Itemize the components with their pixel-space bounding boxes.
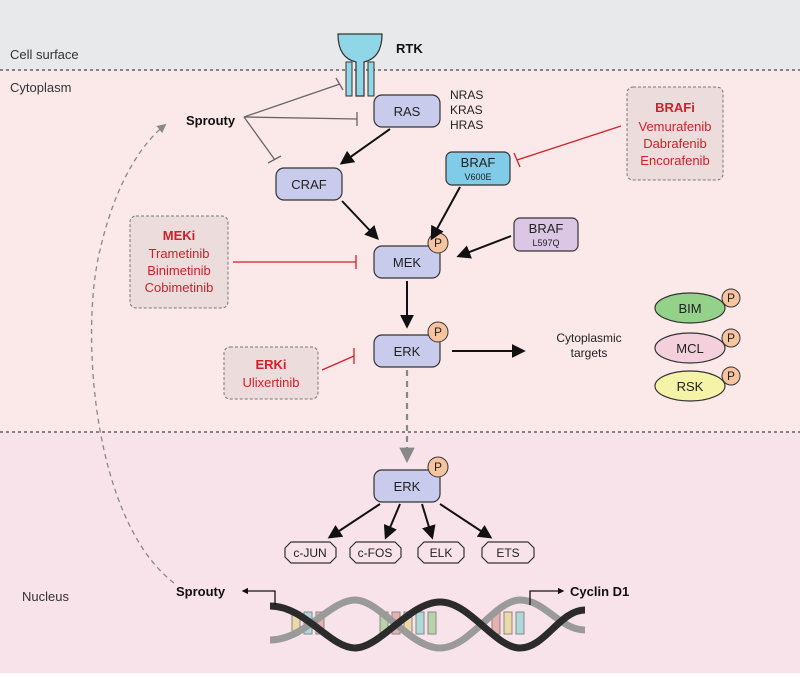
erk-cyto-phospho-badge: [427, 321, 449, 343]
ras-isoform-kras: KRAS: [450, 103, 483, 117]
mek-inhibitor-box: [129, 215, 229, 309]
bim-label: BIM: [678, 301, 701, 316]
erk-nuc-label: ERK: [394, 479, 421, 494]
mcl-phospho-badge: [721, 328, 741, 348]
brafi-drug-3: Encorafenib: [640, 153, 709, 168]
sprouty-transcription-arrow: [241, 587, 276, 605]
pathway-arrows: [339, 128, 526, 358]
rtk-label: RTK: [396, 41, 423, 56]
rsk-phospho-label: P: [727, 369, 735, 383]
dna-helix-icon: [269, 596, 586, 652]
meki-drug-3: Cobimetinib: [145, 280, 214, 295]
erk-cyto-phospho-label: P: [434, 325, 442, 339]
rsk-phospho-badge: [721, 366, 741, 386]
sprouty-inhibition-lines: [243, 77, 358, 164]
tf-c-fos: c-FOS: [349, 541, 402, 564]
braf-v600e-mutation: V600E: [464, 172, 491, 182]
braf-inhibitor-box: [626, 86, 724, 181]
mcl-node: [654, 332, 726, 364]
cytoplasmic-targets-line1: Cytoplasmic: [556, 331, 621, 345]
meki-inhibition-line: [233, 255, 357, 269]
tf-elk-label: ELK: [430, 546, 453, 560]
rsk-label: RSK: [677, 379, 704, 394]
erk-nuc-phospho-badge: [427, 456, 449, 478]
mcl-label: MCL: [676, 341, 703, 356]
braf-v600e-node: [445, 151, 511, 186]
tf-ets-label: ETS: [496, 546, 519, 560]
erki-title: ERKi: [255, 357, 286, 372]
meki-drug-2: Binimetinib: [147, 263, 211, 278]
brafi-drug-2: Dabrafenib: [643, 136, 707, 151]
cyclin-d1-label: Cyclin D1: [570, 584, 629, 599]
ras-isoform-hras: HRAS: [450, 118, 483, 132]
mek-phospho-label: P: [434, 236, 442, 250]
cell-surface-label: Cell surface: [10, 47, 79, 62]
craf-node: [275, 167, 343, 201]
tf-c-jun: c-JUN: [284, 541, 337, 564]
erk-cyto-label: ERK: [394, 344, 421, 359]
bim-phospho-badge: [721, 288, 741, 308]
rtk-receptor-icon: [337, 33, 383, 97]
bim-phospho-label: P: [727, 291, 735, 305]
braf-v600e-label: BRAF: [461, 155, 496, 170]
erk-nuc-phospho-label: P: [434, 460, 442, 474]
tf-arrows: [327, 503, 493, 540]
brafi-inhibition-line: [513, 125, 622, 168]
meki-drug-1: Trametinib: [149, 246, 210, 261]
erki-drug-1: Ulixertinib: [242, 375, 299, 390]
sprouty-top-label: Sprouty: [186, 113, 236, 128]
braf-l597q-node: [513, 217, 579, 252]
ras-node: [373, 94, 441, 128]
ras-isoform-nras: NRAS: [450, 88, 483, 102]
nucleus-label: Nucleus: [22, 589, 69, 604]
erk-inhibitor-box: [223, 346, 319, 400]
braf-l597q-label: BRAF: [529, 221, 564, 236]
cytoplasm-label: Cytoplasm: [10, 80, 71, 95]
ras-label: RAS: [394, 104, 421, 119]
cyclin-d1-transcription-arrow: [529, 587, 565, 605]
tf-elk: ELK: [417, 541, 465, 564]
brafi-title: BRAFi: [655, 100, 695, 115]
mcl-phospho-label: P: [727, 331, 735, 345]
bim-node: [654, 292, 726, 324]
cell-surface-region: [0, 0, 800, 70]
erki-inhibition-line: [321, 348, 355, 371]
meki-title: MEKi: [163, 228, 196, 243]
tf-ets: ETS: [481, 541, 535, 564]
sprouty-bottom-label: Sprouty: [176, 584, 226, 599]
mek-node: [373, 245, 441, 279]
brafi-drug-1: Vemurafenib: [639, 119, 712, 134]
craf-label: CRAF: [291, 177, 326, 192]
braf-l597q-mutation: L597Q: [532, 238, 559, 248]
rsk-node: [654, 370, 726, 402]
tf-c-fos-label: c-FOS: [358, 546, 393, 560]
erk-nuc-node: [373, 469, 441, 503]
tf-c-jun-label: c-JUN: [293, 546, 326, 560]
mek-label: MEK: [393, 255, 422, 270]
erk-cyto-node: [373, 334, 441, 368]
cytoplasmic-targets-line2: targets: [571, 346, 608, 360]
sprouty-feedback-arrow: [90, 123, 175, 584]
